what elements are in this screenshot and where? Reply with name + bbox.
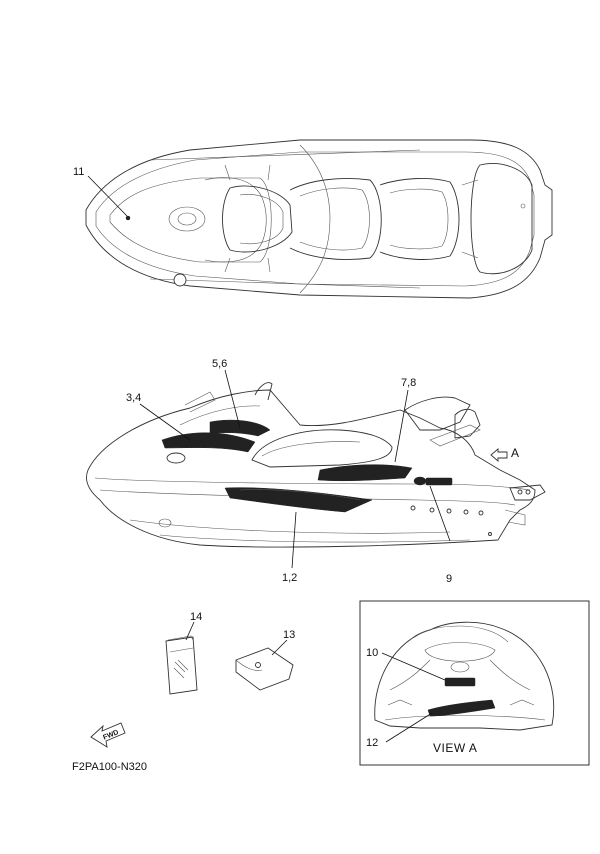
callout-12: 12 bbox=[366, 737, 379, 749]
watercraft-side-view bbox=[86, 369, 546, 569]
diagram-code: F2PA100-N320 bbox=[72, 761, 148, 773]
model-decal-12 bbox=[427, 699, 496, 717]
callout-3-4: 3,4 bbox=[126, 392, 142, 404]
view-a-panel bbox=[359, 600, 590, 766]
graphic-decal-7-8 bbox=[317, 464, 413, 482]
callout-1-2: 1,2 bbox=[282, 572, 298, 584]
callout-10: 10 bbox=[366, 647, 379, 659]
view-a-title: VIEW A bbox=[433, 741, 478, 755]
view-a-arrow-label: A bbox=[511, 446, 520, 460]
graphic-decal-1-2 bbox=[224, 487, 373, 513]
callout-13: 13 bbox=[283, 629, 296, 641]
pouch-13 bbox=[235, 639, 294, 691]
yamaha-emblem-9 bbox=[413, 476, 427, 486]
graphic-decal-5-6 bbox=[209, 419, 271, 437]
callout-9: 9 bbox=[446, 573, 453, 585]
view-a-arrow-icon bbox=[490, 448, 508, 462]
hull-vent-dots bbox=[410, 505, 492, 536]
callout-11: 11 bbox=[73, 166, 85, 178]
yamaha-badge-10 bbox=[444, 677, 476, 687]
callout-5-6: 5,6 bbox=[212, 358, 228, 370]
graphic-decal-3-4 bbox=[161, 432, 256, 453]
callout-14: 14 bbox=[190, 611, 203, 623]
manual-packet-14 bbox=[165, 621, 198, 695]
callout-7-8: 7,8 bbox=[401, 377, 417, 389]
watercraft-top-view bbox=[85, 139, 553, 299]
fwd-text: FWD bbox=[102, 729, 119, 741]
fwd-arrow-icon: FWD bbox=[90, 722, 126, 748]
